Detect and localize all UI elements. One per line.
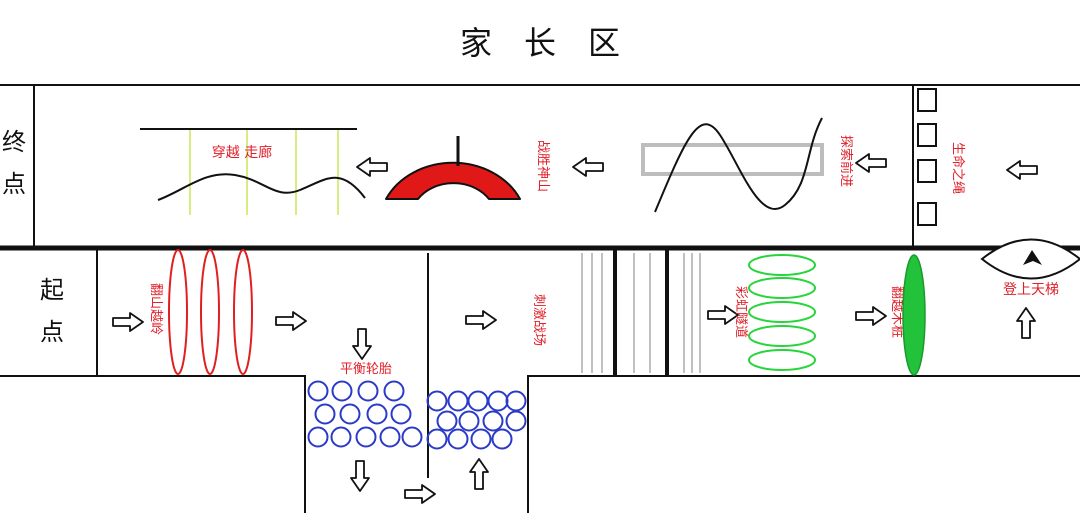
- page-title: 家 长 区: [460, 24, 620, 62]
- sky-ladder-label: 登上天梯: [1003, 282, 1059, 298]
- tire-icon: [447, 428, 469, 450]
- hollow-arrow-icon: [465, 310, 497, 330]
- corridor-label: 穿越 走廊: [212, 144, 272, 161]
- tire-icon: [505, 390, 527, 412]
- start-point-label-1: 起: [40, 276, 64, 304]
- tire-icon: [355, 426, 377, 448]
- corridor-station: 穿越 走廊: [140, 128, 366, 215]
- course-outline: [0, 84, 1080, 513]
- hollow-arrow-icon: [404, 484, 436, 504]
- hollow-arrow-icon: [572, 157, 604, 177]
- tire-icon: [467, 390, 489, 412]
- tire-icon: [426, 428, 448, 450]
- end-point-label-2: 点: [2, 170, 26, 198]
- tire-icon: [339, 403, 361, 425]
- mountain-label: 战胜神山: [535, 140, 550, 192]
- hollow-arrow-icon: [469, 458, 489, 490]
- start-point-label-2: 点: [40, 318, 64, 346]
- hollow-arrow-icon: [112, 312, 144, 332]
- life-rope-label: 生命之绳: [950, 142, 966, 194]
- tire-icon: [482, 410, 504, 432]
- tire-icon: [379, 426, 401, 448]
- tire-icon: [470, 428, 492, 450]
- tires-station: 平衡轮胎: [307, 362, 527, 450]
- hollow-arrow-icon: [1016, 307, 1036, 339]
- hollow-arrow-icon: [1006, 160, 1038, 180]
- mountain-arch-station: 战胜神山: [385, 136, 550, 200]
- hollow-arrow-icon: [275, 311, 307, 331]
- battlefield-label: 刺激战场: [531, 294, 546, 346]
- tire-icon: [401, 426, 423, 448]
- hollow-arrow-icon: [352, 328, 372, 360]
- hollow-arrow-icon: [356, 157, 388, 177]
- tire-icon: [366, 403, 388, 425]
- wooden-post-label: 翻越木桩: [889, 286, 904, 338]
- hollow-arrow-icon: [855, 306, 887, 326]
- tire-icon: [458, 410, 480, 432]
- sky-ladder-station: 登上天梯: [980, 238, 1080, 298]
- tire-icon: [307, 380, 329, 402]
- tire-icon: [487, 390, 509, 412]
- hills-station: 翻山越岭: [148, 249, 253, 375]
- tire-icon: [314, 403, 336, 425]
- wooden-post-station: 翻越木桩: [889, 254, 926, 376]
- tire-icon: [447, 390, 469, 412]
- tire-icon: [491, 428, 513, 450]
- hollow-arrow-icon: [350, 460, 370, 492]
- explore-station: 探索前进: [641, 117, 854, 213]
- end-point-label-1: 终: [2, 128, 26, 156]
- tire-icon: [390, 403, 412, 425]
- tires-label: 平衡轮胎: [340, 362, 392, 377]
- tire-icon: [330, 426, 352, 448]
- tire-icon: [505, 410, 527, 432]
- battlefield-lines: [581, 248, 701, 376]
- hollow-arrow-icon: [855, 153, 887, 173]
- tire-icon: [383, 380, 405, 402]
- tire-icon: [357, 380, 379, 402]
- explore-label: 探索前进: [838, 135, 854, 187]
- tire-icon: [436, 410, 458, 432]
- rainbow-tunnel-station: 彩虹隧道: [733, 254, 816, 371]
- tire-icon: [331, 380, 353, 402]
- tire-icon: [426, 390, 448, 412]
- rainbow-tunnel-label: 彩虹隧道: [733, 286, 749, 338]
- tire-icon: [307, 426, 329, 448]
- life-rope-station: 生命之绳: [917, 88, 966, 226]
- hills-label: 翻山越岭: [148, 283, 163, 335]
